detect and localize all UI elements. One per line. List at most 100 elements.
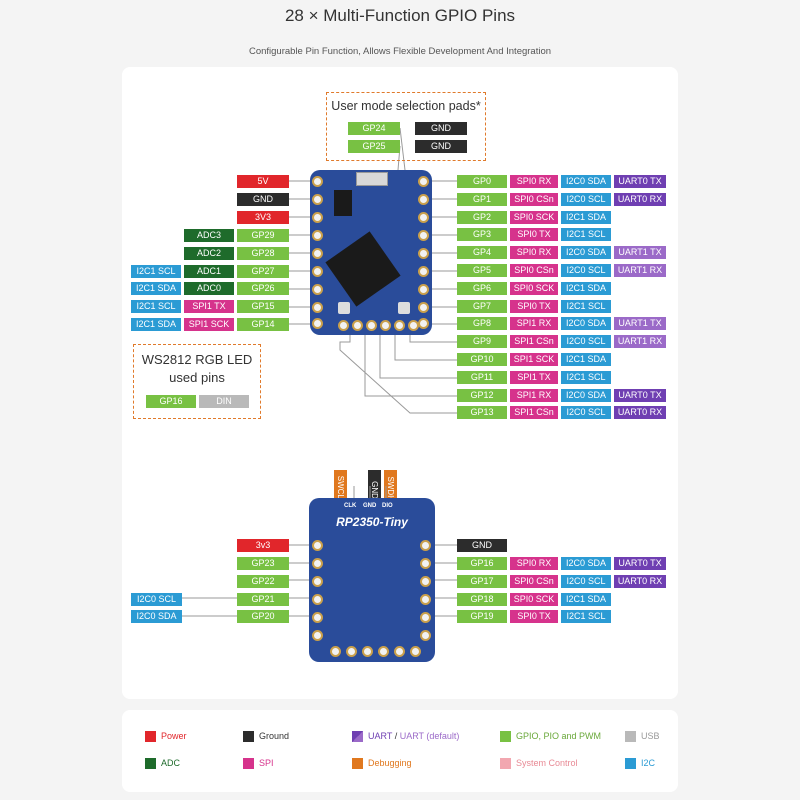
pin-3v3-bottom: 3v3: [237, 539, 289, 552]
legend-swatch: [243, 731, 254, 742]
pin-gp11: GP11: [457, 370, 507, 384]
board-pad: [312, 576, 323, 587]
pad-gnd-2: GND: [415, 140, 467, 153]
ws2812-title: WS2812 RGB LED: [141, 352, 253, 367]
pin-gp10-i2c: I2C1 SDA: [561, 353, 611, 366]
board-pad: [312, 318, 323, 329]
pin-gp5-uart: UART1 RX: [614, 264, 666, 277]
board-pad: [312, 266, 323, 277]
legend-label: Ground: [259, 731, 290, 741]
board-pad: [378, 646, 389, 657]
pin-gp10-spi: SPI1 SCK: [510, 353, 558, 366]
pin-gp14-alt: SPI1 SCK: [184, 318, 234, 331]
legend-label: ADC: [161, 758, 181, 768]
pin-gp11-spi: SPI1 TX: [510, 370, 558, 384]
pin-gp12: GP12: [457, 388, 507, 402]
legend-swatch: [243, 758, 254, 769]
reset-button: [338, 302, 350, 314]
pin-gp16-bottom-i2c: I2C0 SDA: [561, 557, 611, 570]
user-mode-box: [326, 92, 486, 161]
pin-gp21: GP21: [237, 592, 289, 606]
pin-3v3: 3V3: [237, 211, 289, 224]
pin-gp8-i2c: I2C0 SDA: [561, 317, 611, 331]
pin-gp13-i2c: I2C0 SCL: [561, 406, 611, 420]
pad-gnd-1: GND: [415, 122, 467, 135]
pad-gp25: GP25: [348, 140, 400, 153]
pin-gp18-bottom-i2c: I2C1 SDA: [561, 592, 611, 606]
board-pad: [312, 594, 323, 605]
board-pad: [420, 630, 431, 641]
pin-gp15: GP15: [237, 300, 289, 314]
board-pad: [338, 320, 349, 331]
pin-gp7-i2c: I2C1 SCL: [561, 299, 611, 313]
ws2812-gp16: GP16: [146, 395, 196, 408]
legend-label: USB: [641, 731, 660, 741]
board-dio-label: DIO: [382, 503, 393, 509]
pin-gp1: GP1: [457, 192, 507, 206]
board-pad: [312, 212, 323, 223]
board-pad: [330, 646, 341, 657]
board-pad: [418, 230, 429, 241]
pin-gp9-uart: UART1 RX: [614, 335, 666, 349]
board-pad: [408, 320, 419, 331]
pin-gp17-bottom-uart: UART0 RX: [614, 574, 666, 588]
pin-gp4-uart: UART1 TX: [614, 246, 666, 260]
board-pad: [312, 230, 323, 241]
pin-gp11-i2c: I2C1 SCL: [561, 370, 611, 384]
board-pad: [418, 284, 429, 295]
legend-swatch: [625, 758, 636, 769]
legend-label: I2C: [641, 758, 656, 768]
board-pad: [418, 248, 429, 259]
board-pad: [420, 594, 431, 605]
pin-gp12-spi: SPI1 RX: [510, 388, 558, 402]
pin-gp19-bottom-i2c: I2C1 SCL: [561, 610, 611, 624]
legend-label: SPI: [259, 758, 274, 768]
pin-gp8: GP8: [457, 317, 507, 331]
pin-gp10: GP10: [457, 353, 507, 366]
legend-swatch: [352, 731, 363, 742]
page-subtitle: Configurable Pin Function, Allows Flexib…: [248, 46, 552, 57]
board-pad: [362, 646, 373, 657]
pin-gp5-spi: SPI0 CSn: [510, 264, 558, 277]
pin-gp26: GP26: [237, 282, 289, 296]
legend-label: UART / UART (default): [368, 731, 460, 741]
legend-label: Debugging: [368, 758, 412, 768]
pin-gp4-i2c: I2C0 SDA: [561, 246, 611, 260]
pin-gp21-i2c: I2C0 SCL: [131, 592, 182, 606]
board-pad: [420, 540, 431, 551]
pin-gp8-spi: SPI1 RX: [510, 317, 558, 331]
board-pad: [418, 302, 429, 313]
pin-gp19-bottom: GP19: [457, 610, 507, 624]
board-pad: [418, 318, 429, 329]
board-pad: [418, 266, 429, 277]
pin-gp17-bottom-i2c: I2C0 SCL: [561, 574, 611, 588]
pin-gp23: GP23: [237, 557, 289, 570]
pin-gp27-alt: ADC1: [184, 264, 234, 278]
legend: [122, 710, 678, 792]
legend-swatch: [145, 731, 156, 742]
pin-gp0-uart: UART0 TX: [614, 175, 666, 188]
board-pad: [312, 302, 323, 313]
pin-gp20-i2c: I2C0 SDA: [131, 610, 182, 624]
pin-gp1-uart: UART0 RX: [614, 192, 666, 206]
pin-gp16-bottom-uart: UART0 TX: [614, 557, 666, 570]
pin-gp29: GP29: [237, 229, 289, 242]
pin-gnd-bottom: GND: [457, 539, 507, 552]
pin-gp16-bottom: GP16: [457, 557, 507, 570]
board-pad: [394, 646, 405, 657]
pin-gp19-bottom-spi: SPI0 TX: [510, 610, 558, 624]
pin-gp0: GP0: [457, 175, 507, 188]
pin-gp12-uart: UART0 TX: [614, 388, 666, 402]
pin-gp13: GP13: [457, 406, 507, 420]
pin-gp8-uart: UART1 TX: [614, 317, 666, 331]
pin-gnd-left: GND: [237, 193, 289, 206]
pin-gp20: GP20: [237, 610, 289, 624]
legend-label: GPIO, PIO and PWM: [516, 731, 602, 741]
pin-gp15-alt: SPI1 TX: [184, 300, 234, 314]
pin-gp2-i2c: I2C1 SDA: [561, 210, 611, 224]
board-pad: [420, 612, 431, 623]
board-pad: [418, 212, 429, 223]
legend-label: System Control: [516, 758, 578, 768]
board-pad: [380, 320, 391, 331]
